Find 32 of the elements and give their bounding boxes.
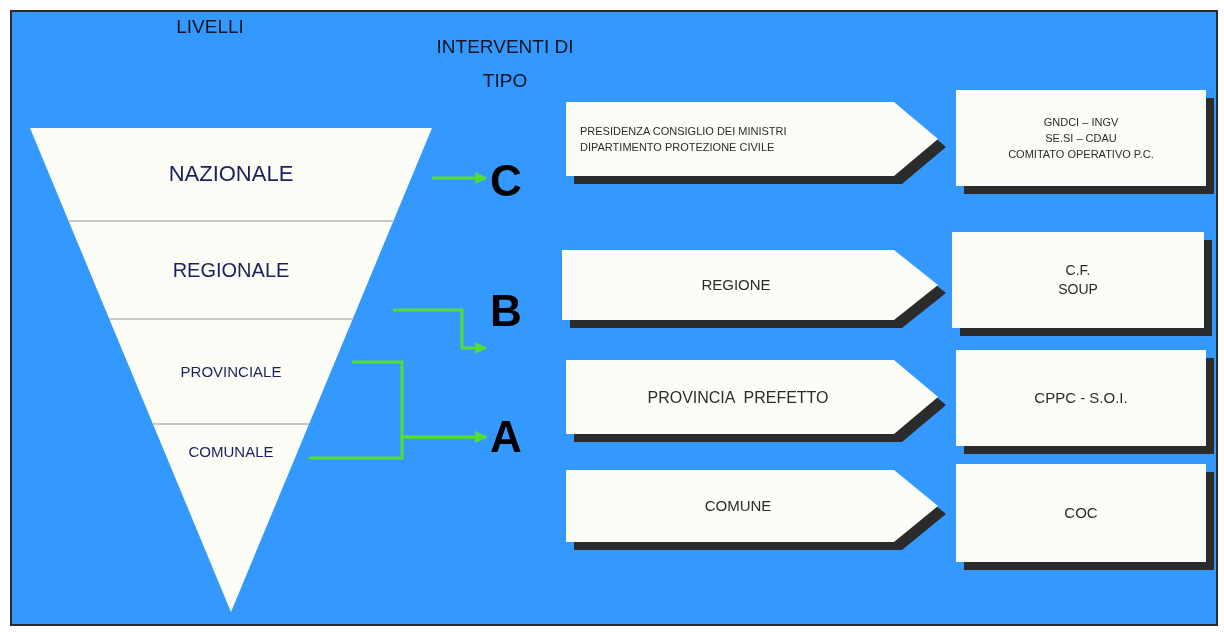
level-label: COMUNALE xyxy=(188,443,274,460)
box-text: PROVINCIA PREFETTO xyxy=(647,387,829,408)
box-text: REGIONE xyxy=(701,275,771,295)
type-letter: B xyxy=(486,286,526,336)
column-heading: INTERVENTI DI TIPO xyxy=(435,35,575,93)
box-text: SE.SI – CDAU xyxy=(1045,131,1117,146)
box-text: COMUNE xyxy=(704,496,772,516)
connector-arrow xyxy=(308,431,488,460)
process-box xyxy=(956,90,1214,194)
box-text: SOUP xyxy=(1058,280,1098,299)
box-text: GNDCI – INGV xyxy=(1043,115,1119,130)
chevron-box xyxy=(562,250,946,328)
chevron-box xyxy=(566,102,946,184)
connector-arrow xyxy=(392,308,488,354)
connector-arrow xyxy=(432,172,488,184)
process-box xyxy=(956,464,1214,570)
chevron-box xyxy=(566,470,946,550)
level-label: REGIONALE xyxy=(172,258,290,282)
type-letter: A xyxy=(486,412,526,462)
type-letter: C xyxy=(486,156,526,206)
chevron-box xyxy=(566,360,946,442)
level-label: NAZIONALE xyxy=(168,161,294,187)
box-text: CPPC - S.O.I. xyxy=(1034,388,1128,408)
box-text: DIPARTIMENTO PROTEZIONE CIVILE xyxy=(580,140,775,155)
level-label: PROVINCIALE xyxy=(180,363,282,380)
column-heading: LIVELLI xyxy=(175,15,245,39)
box-text: COMITATO OPERATIVO P.C. xyxy=(1008,147,1154,162)
process-box xyxy=(952,232,1212,336)
box-text: C.F. xyxy=(1065,261,1091,280)
box-text: PRESIDENZA CONSIGLIO DEI MINISTRI xyxy=(580,124,787,139)
box-text: COC xyxy=(1064,503,1098,523)
process-box xyxy=(956,350,1214,454)
